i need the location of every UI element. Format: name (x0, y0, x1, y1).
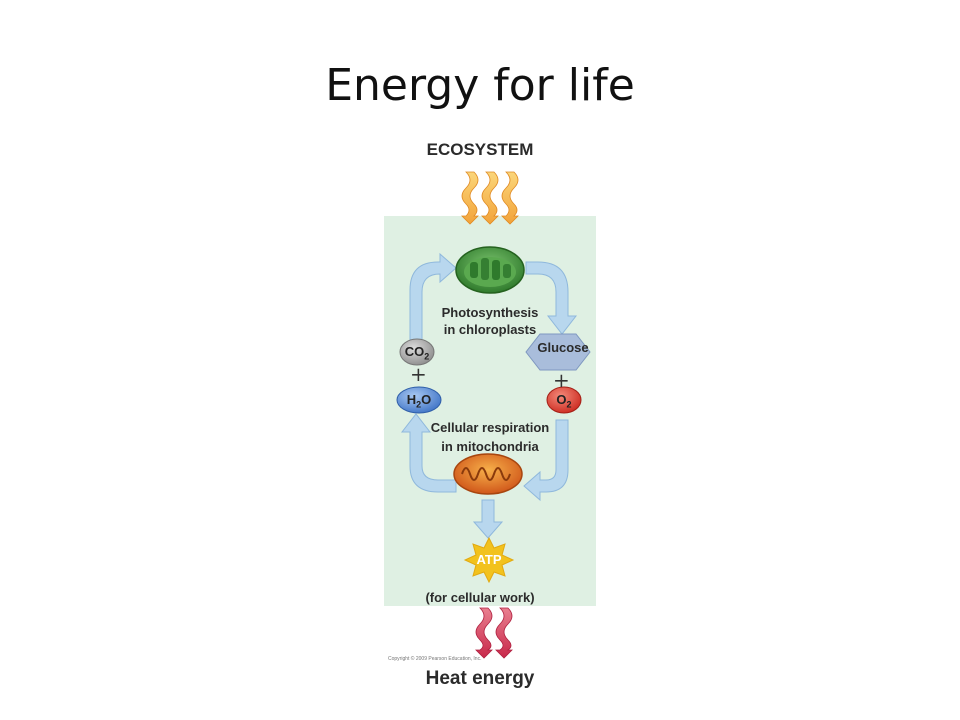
respiration-line2: in mitochondria (441, 439, 539, 454)
h2o-bubble (396, 386, 442, 414)
photosynthesis-line1: Photosynthesis (441, 305, 539, 320)
plus-sign-right: + (553, 368, 570, 392)
chloroplast-icon (455, 246, 525, 294)
cycle-arrows (400, 252, 578, 539)
co2-subscript: 2 (424, 351, 430, 362)
respiration-label: Cellular respiration in mitochondria (396, 418, 584, 456)
photosynthesis-line2: in chloroplasts (443, 322, 537, 337)
photosynthesis-label: Photosynthesis in chloroplasts (400, 304, 580, 338)
h2o-o: O (421, 392, 432, 407)
heat-energy-label: Heat energy (425, 668, 535, 689)
cellular-work-label: (for cellular work) (425, 590, 535, 605)
cycle-arrow-to-atp (472, 499, 504, 539)
o2-label: O2 (546, 388, 582, 417)
o2-subscript: 2 (566, 399, 572, 410)
co2-main: CO (404, 344, 425, 359)
cycle-arrow-bottom-right (523, 419, 569, 502)
atp-burst (463, 536, 515, 584)
light-energy-arrows (461, 171, 519, 225)
respiration-line1: Cellular respiration (430, 420, 550, 435)
light-energy-arrow (481, 171, 499, 225)
heat-energy-arrows (475, 607, 513, 659)
light-energy-arrow (461, 171, 479, 225)
mitochondrion-icon (453, 453, 523, 495)
light-energy-arrow (501, 171, 519, 225)
h2o-label: H2O (396, 388, 442, 417)
co2-label: CO2 (400, 340, 434, 369)
heat-energy-arrow (495, 607, 513, 659)
plus-sign-left: + (410, 362, 427, 386)
atp-label: ATP (476, 552, 502, 567)
cycle-arrow-bottom-left (400, 413, 457, 493)
h2o-subscript: 2 (416, 399, 422, 410)
copyright-notice: Copyright © 2009 Pearson Education, Inc. (388, 656, 482, 662)
cycle-arrow-top-right (525, 261, 578, 335)
glucose-label: Glucose (537, 340, 589, 355)
ecosystem-label: ECOSYSTEM (426, 140, 534, 159)
o2-bubble (546, 386, 582, 414)
glucose-hexagon (525, 333, 591, 371)
co2-bubble (399, 338, 435, 366)
heat-energy-arrow (475, 607, 493, 659)
h2o-h: H (406, 392, 417, 407)
o2-main: O (556, 392, 567, 407)
slide-title: Energy for life (325, 60, 635, 111)
